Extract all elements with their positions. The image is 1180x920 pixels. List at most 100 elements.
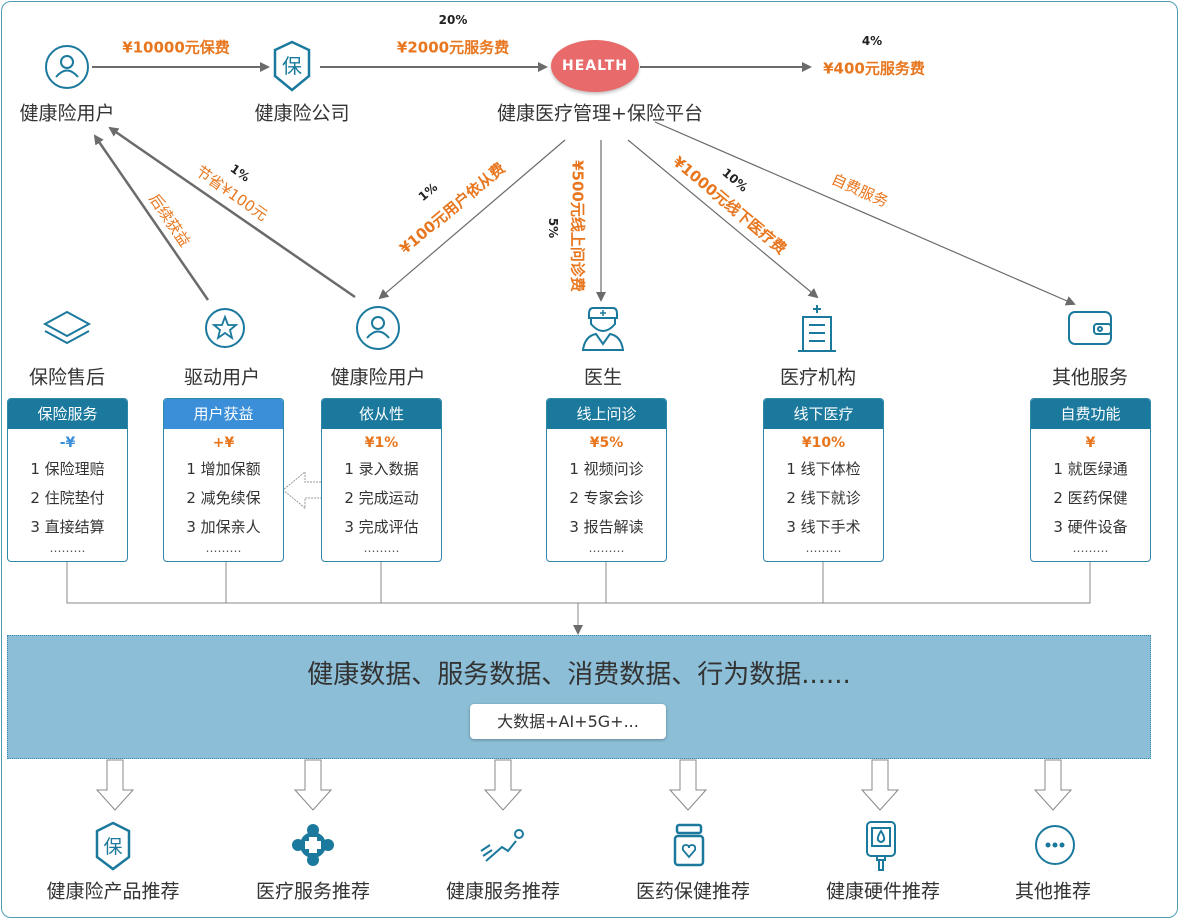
card-drop-lines <box>225 562 824 603</box>
hollow-down-arrow <box>668 759 708 811</box>
insurance-shield-icon: 保 <box>95 821 131 871</box>
output-label: 医疗服务推荐 <box>255 880 371 903</box>
node-drive-user: 驱动用户 <box>183 366 261 389</box>
card-item: 3 完成评估 <box>344 518 419 536</box>
card-item: 1 增加保额 <box>186 460 261 478</box>
card-item: 1 录入数据 <box>344 460 419 478</box>
node-after-sales: 保险售后 <box>28 366 106 389</box>
user-icon <box>45 45 89 89</box>
doctor-icon <box>581 307 625 351</box>
service-fee-pct: 20% <box>438 13 468 27</box>
card-item: 2 住院垫付 <box>30 489 105 507</box>
layers-icon <box>42 310 92 345</box>
hollow-down-arrow <box>483 759 523 811</box>
svg-text:保: 保 <box>103 836 122 858</box>
card-5: 线下医疗 ¥10% 1 线下体检 2 线下就诊 3 线下手术 ……… <box>763 398 884 562</box>
arrow-self-pay <box>654 121 1076 306</box>
user-icon <box>356 306 400 350</box>
card-title: 用户获益 <box>164 399 283 429</box>
card-price: +¥ <box>212 435 235 451</box>
card-3: 依从性 ¥1% 1 录入数据 2 完成运动 3 完成评估 ……… <box>321 398 442 562</box>
card-more: ……… <box>805 541 842 555</box>
card-bus-line <box>66 562 1091 604</box>
insurance-shield-icon: 保 <box>273 40 311 92</box>
more-icon <box>1035 825 1075 865</box>
card-more: ……… <box>205 541 242 555</box>
service-fee-label: ¥2000元服务费 <box>396 38 510 57</box>
card-title: 自费功能 <box>1031 399 1150 429</box>
hollow-down-arrow <box>95 759 135 811</box>
arrow-save <box>108 126 356 299</box>
node-platform: 健康医疗管理+保险平台 <box>497 102 703 125</box>
card-more: ……… <box>49 541 86 555</box>
card-item: 2 减免续保 <box>186 489 261 507</box>
card-item: 1 线下体检 <box>786 460 861 478</box>
card-item: 2 医药保健 <box>1053 489 1128 507</box>
hollow-left-arrow <box>282 470 331 510</box>
arrow-compliance <box>378 139 566 300</box>
running-icon <box>480 829 524 862</box>
hollow-down-arrow <box>293 759 333 811</box>
svg-text:保: 保 <box>282 54 302 78</box>
arrow-offline <box>627 139 819 299</box>
card-1: 保险服务 -¥ 1 保险理赔 2 住院垫付 3 直接结算 ……… <box>7 398 128 562</box>
card-item: 2 线下就诊 <box>786 489 861 507</box>
output-label: 医药保健推荐 <box>635 880 751 903</box>
card-item: 1 就医绿通 <box>1053 460 1128 478</box>
node-doctor: 医生 <box>583 366 623 389</box>
health-platform-badge: HEALTH <box>551 40 639 92</box>
card-price: ¥1% <box>364 435 399 451</box>
card-price: -¥ <box>59 435 76 451</box>
output-label: 健康险产品推荐 <box>46 880 180 903</box>
arrow-benefit <box>93 134 210 301</box>
card-item: 3 硬件设备 <box>1053 518 1128 536</box>
card-price: ¥10% <box>801 435 846 451</box>
hollow-down-arrow <box>860 759 900 811</box>
card-title: 线上问诊 <box>547 399 666 429</box>
card-6: 自费功能 ¥1 就医绿通 2 医药保健 3 硬件设备 ……… <box>1030 398 1151 562</box>
node-insurance-user: 健康险用户 <box>19 102 115 125</box>
card-item: 2 完成运动 <box>344 489 419 507</box>
node-insurance-user-2: 健康险用户 <box>330 366 426 389</box>
output-label: 健康硬件推荐 <box>825 880 941 903</box>
hospital-icon <box>798 305 836 352</box>
online-label: ¥500元线上问诊费 <box>568 160 587 292</box>
card-item: 1 保险理赔 <box>30 460 105 478</box>
fee-400-pct: 4% <box>861 34 883 48</box>
card-price: ¥ <box>1085 435 1096 451</box>
fee-400-label: ¥400元服务费 <box>823 59 925 78</box>
data-band-title: 健康数据、服务数据、消费数据、行为数据...... <box>307 660 851 690</box>
card-4: 线上问诊 ¥5% 1 视频问诊 2 专家会诊 3 报告解读 ……… <box>546 398 667 562</box>
node-other-services: 其他服务 <box>1051 366 1129 389</box>
card-item: 1 视频问诊 <box>569 460 644 478</box>
card-item: 3 线下手术 <box>786 518 861 536</box>
card-price: ¥5% <box>589 435 624 451</box>
hollow-down-arrow <box>1033 759 1073 811</box>
card-item: 3 加保亲人 <box>186 518 261 536</box>
card-more: ……… <box>588 541 625 555</box>
online-pct: 5% <box>546 217 560 239</box>
card-title: 依从性 <box>322 399 441 429</box>
premium-label: ¥10000元保费 <box>122 38 230 57</box>
node-insurance-company: 健康险公司 <box>254 102 350 125</box>
card-item: 3 报告解读 <box>569 518 644 536</box>
wallet-icon <box>1068 311 1112 345</box>
star-icon <box>205 308 245 348</box>
medicine-bottle-icon <box>673 823 705 867</box>
card-more: ……… <box>363 541 400 555</box>
output-label: 健康服务推荐 <box>445 880 561 903</box>
node-medical-institution: 医疗机构 <box>779 366 857 389</box>
card-item: 2 专家会诊 <box>569 489 644 507</box>
glucose-meter-icon <box>866 821 896 871</box>
card-item: 3 直接结算 <box>30 518 105 536</box>
card-title: 线下医疗 <box>764 399 883 429</box>
tech-box: 大数据+AI+5G+... <box>470 704 666 739</box>
medical-cross-icon <box>292 824 334 866</box>
card-more: ……… <box>1072 541 1109 555</box>
card-2: 用户获益 +¥ 1 增加保额 2 减免续保 3 加保亲人 ……… <box>163 398 284 562</box>
card-title: 保险服务 <box>8 399 127 429</box>
data-band: 健康数据、服务数据、消费数据、行为数据...... 大数据+AI+5G+... <box>7 635 1151 759</box>
output-label: 其他推荐 <box>1014 880 1092 903</box>
